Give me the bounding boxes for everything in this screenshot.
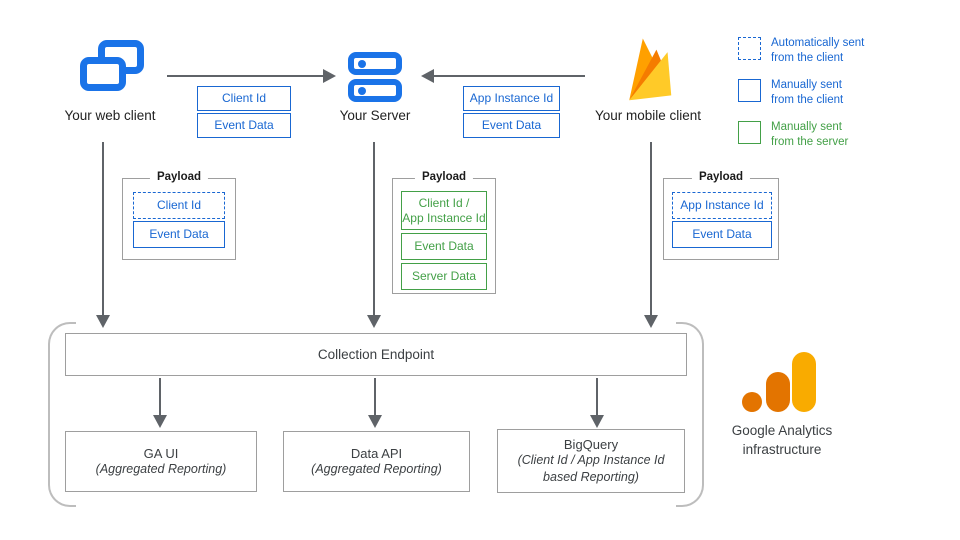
payload-item-event-data: Event Data (401, 233, 487, 260)
payload-title: Payload (149, 171, 209, 183)
payload-item-server-data: Server Data (401, 263, 487, 290)
output-subtitle: (Client Id / App Instance Id based Repor… (517, 453, 665, 484)
payload-item-app-instance-id: App Instance Id (672, 192, 772, 219)
payload-item-client-id: Client Id (133, 192, 225, 219)
payload-item-event-data: Event Data (672, 221, 772, 248)
output-title: GA UI (143, 445, 179, 461)
legend-label-auto-client: Automatically sent from the client (771, 37, 865, 64)
payload-box-web: Payload Client Id Event Data (122, 171, 236, 260)
edge-label-event-data: Event Data (197, 113, 291, 138)
web-client-icon (80, 40, 144, 98)
infrastructure-caption: Google Analytics infrastructure (731, 423, 833, 457)
server-icon (348, 52, 402, 102)
payload-title: Payload (691, 171, 751, 183)
legend-label-manual-client: Manually sent from the client (771, 79, 844, 106)
firebase-icon (629, 38, 672, 101)
output-subtitle: (Aggregated Reporting) (95, 461, 227, 476)
payload-box-server: Payload Client Id / App Instance Id Even… (392, 171, 496, 294)
payload-item-client-app-id: Client Id / App Instance Id (401, 191, 487, 230)
output-box-bigquery: BigQuery (Client Id / App Instance Id ba… (497, 429, 685, 493)
output-title: BigQuery (563, 437, 619, 453)
output-box-data-api: Data API (Aggregated Reporting) (283, 431, 470, 492)
payload-item-event-data: Event Data (133, 221, 225, 248)
edge-label-event-data-2: Event Data (463, 113, 560, 138)
legend-swatch-manual-client-icon (738, 79, 761, 102)
google-analytics-icon (742, 352, 816, 412)
edge-label-client-id: Client Id (197, 86, 291, 111)
payload-title: Payload (414, 171, 474, 183)
collection-endpoint-box: Collection Endpoint (65, 333, 687, 376)
payload-box-mobile: Payload App Instance Id Event Data (663, 171, 779, 260)
edge-label-app-instance-id: App Instance Id (463, 86, 560, 111)
legend-swatch-manual-server-icon (738, 121, 761, 144)
mobile-client-label: Your mobile client (594, 108, 702, 123)
legend-label-manual-server: Manually sent from the server (771, 121, 849, 148)
output-box-ga-ui: GA UI (Aggregated Reporting) (65, 431, 257, 492)
output-title: Data API (350, 445, 403, 461)
collection-endpoint-label: Collection Endpoint (317, 347, 435, 362)
output-subtitle: (Aggregated Reporting) (311, 461, 442, 476)
server-label: Your Server (339, 108, 411, 123)
legend-swatch-auto-client-icon (738, 37, 761, 60)
web-client-label: Your web client (64, 108, 156, 123)
